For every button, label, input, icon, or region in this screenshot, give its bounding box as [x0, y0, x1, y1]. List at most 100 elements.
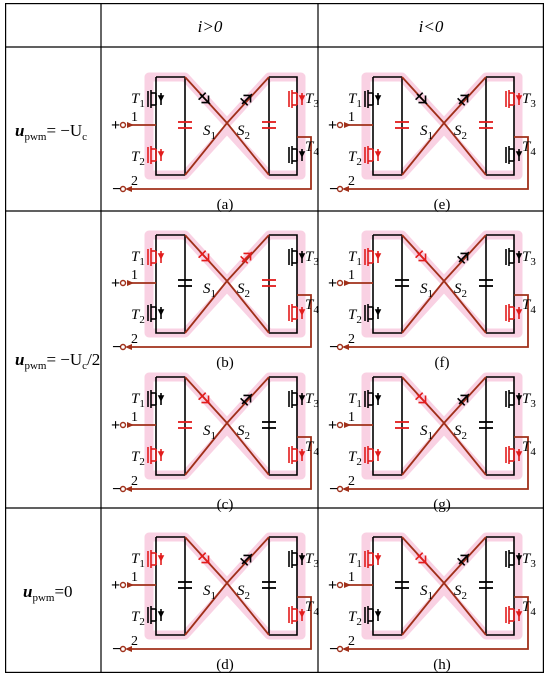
capacitor-c1: [395, 581, 409, 589]
switch-s2: [457, 251, 470, 264]
panel-caption: (a): [217, 197, 234, 213]
label-t1: T1: [348, 551, 362, 570]
node-2-label: 2: [348, 332, 355, 347]
terminal-arrow: [342, 646, 349, 652]
node-2-label: 2: [131, 634, 138, 649]
crossing-path: [184, 234, 270, 334]
node-1-label: 1: [348, 570, 355, 585]
label-t1: T1: [348, 391, 362, 410]
label-s1: S1: [420, 281, 433, 300]
mosfet-t4: [505, 606, 523, 624]
crossing-path: [401, 76, 487, 176]
panel-caption: (f): [435, 355, 450, 371]
label-t2: T2: [348, 149, 362, 168]
mosfet-t1: [364, 90, 382, 108]
mosfet-t4: [505, 304, 523, 322]
node-1-label: 1: [348, 268, 355, 283]
terminal-2: [336, 485, 344, 493]
switch-s2: [457, 393, 470, 406]
node-1-label: 1: [131, 570, 138, 585]
terminal-arrow: [127, 280, 134, 286]
terminal-2: [336, 645, 344, 653]
node-1-label: 1: [131, 268, 138, 283]
switch-s1: [198, 92, 211, 105]
header-i-positive: i>0: [198, 17, 223, 36]
capacitor-c2: [479, 279, 493, 287]
svg-text:upwm= −Uc/2: upwm= −Uc/2: [15, 350, 100, 372]
mosfet-t1: [147, 390, 165, 408]
label-t3: T3: [522, 551, 536, 570]
label-t2: T2: [131, 307, 145, 326]
label-s1: S1: [420, 423, 433, 442]
plus-sign: +: [111, 117, 120, 134]
capacitor-c1: [178, 581, 192, 589]
label-s1: S1: [203, 281, 216, 300]
label-t4: T4: [305, 139, 319, 158]
capacitor-c2: [262, 581, 276, 589]
label-t4: T4: [305, 439, 319, 458]
header-i-negative: i<0: [419, 17, 444, 36]
node-1-label: 1: [348, 110, 355, 125]
mosfet-t1: [147, 550, 165, 568]
label-t2: T2: [131, 609, 145, 628]
mosfet-t4: [288, 146, 306, 164]
terminal-1: [336, 121, 344, 129]
terminal-arrow: [342, 486, 349, 492]
terminal-arrow: [125, 344, 132, 350]
svg-text:upwm= −Uc: upwm= −Uc: [15, 121, 87, 143]
label-t3: T3: [305, 551, 319, 570]
node-1-label: 1: [131, 110, 138, 125]
node-2-label: 2: [348, 634, 355, 649]
capacitor-c2: [262, 279, 276, 287]
circuit-wires: [372, 234, 515, 334]
mosfet-t3: [288, 90, 306, 108]
mosfet-t1: [364, 390, 382, 408]
label-t4: T4: [522, 139, 536, 158]
mosfet-t3: [288, 550, 306, 568]
label-s1: S1: [420, 123, 433, 142]
mosfet-t4: [288, 304, 306, 322]
terminal-arrow: [344, 582, 351, 588]
mosfet-t4: [288, 606, 306, 624]
switch-s1: [415, 392, 428, 405]
mosfet-t2: [147, 304, 165, 322]
mosfet-t2: [364, 304, 382, 322]
terminal-1: [119, 121, 127, 129]
switch-s1: [415, 552, 428, 565]
circuit-wires: [372, 76, 515, 176]
label-t2: T2: [131, 149, 145, 168]
minus-sign: −: [329, 339, 338, 356]
label-t1: T1: [131, 391, 145, 410]
switch-s2: [240, 553, 253, 566]
svg-text:upwm=0: upwm=0: [23, 582, 73, 604]
switch-s1: [415, 250, 428, 263]
capacitor-c1: [178, 279, 192, 287]
panel-caption: (h): [433, 657, 451, 673]
capacitor-c2: [479, 121, 493, 129]
capacitor-c1: [395, 421, 409, 429]
crossing-path: [401, 376, 487, 476]
terminal-arrow: [344, 422, 351, 428]
terminal-2: [119, 343, 127, 351]
node-2-label: 2: [131, 174, 138, 189]
terminal-2: [336, 343, 344, 351]
terminal-1: [336, 421, 344, 429]
minus-sign: −: [112, 339, 121, 356]
mosfet-t1: [147, 90, 165, 108]
capacitor-c2: [479, 421, 493, 429]
terminal-1: [336, 581, 344, 589]
terminal-arrow: [342, 186, 349, 192]
label-t2: T2: [348, 609, 362, 628]
minus-sign: −: [329, 181, 338, 198]
terminal-arrow: [125, 486, 132, 492]
crossing-path: [184, 536, 270, 636]
panel-caption: (b): [216, 355, 234, 371]
label-t3: T3: [305, 249, 319, 268]
label-t1: T1: [348, 249, 362, 268]
circuit-wires: [155, 536, 298, 636]
